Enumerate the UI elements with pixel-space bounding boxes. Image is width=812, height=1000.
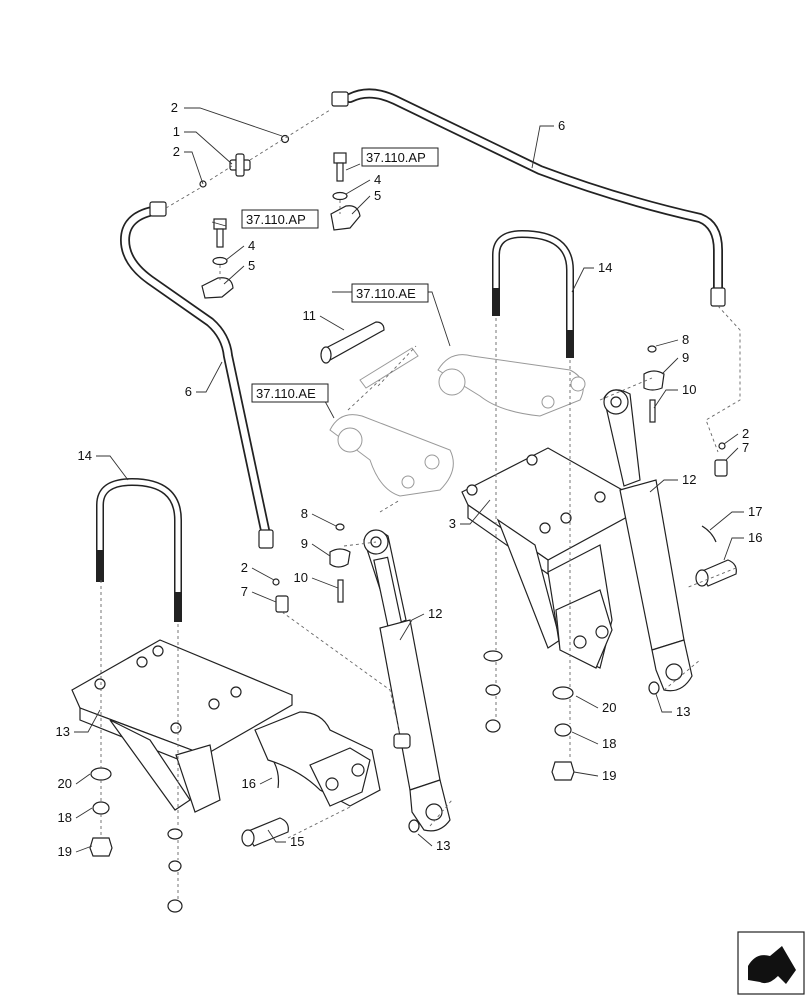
tee-fitting xyxy=(229,153,251,177)
bracket-right xyxy=(461,447,641,669)
callout-18-right: 18 xyxy=(602,736,616,751)
reference-box-ap-upper[interactable]: 37.110.AP xyxy=(361,147,439,167)
grease-cap-left xyxy=(335,523,345,531)
callout-7-lower: 7 xyxy=(241,584,248,599)
fitting-left xyxy=(275,595,289,613)
arrow-forward-icon[interactable] xyxy=(737,931,805,995)
u-bolt-right xyxy=(492,229,574,358)
callout-17-left: 16 xyxy=(242,776,256,791)
reference-box-ae-lower[interactable]: 37.110.AE xyxy=(251,383,329,403)
callout-15: 13 xyxy=(56,724,70,739)
clip-right xyxy=(701,525,717,543)
ghost-link-upper xyxy=(437,354,586,417)
callout-5-upper: 5 xyxy=(374,188,381,203)
assembly-lines xyxy=(100,200,741,900)
clip-left xyxy=(273,761,280,789)
reference-label: 37.110.AP xyxy=(366,150,426,165)
callout-14-left: 14 xyxy=(78,448,92,463)
cylinder-left xyxy=(363,529,451,832)
hose-lower xyxy=(120,201,274,549)
callout-14-right: 14 xyxy=(598,260,612,275)
callout-9-left: 9 xyxy=(301,536,308,551)
callout-2-lower: 2 xyxy=(241,560,248,575)
callout-13-left-label: 13 xyxy=(436,838,450,853)
u-bolt-left xyxy=(96,477,182,622)
bracket-left xyxy=(71,639,381,813)
cylinder-right xyxy=(603,389,693,692)
bushing-left xyxy=(329,548,351,568)
callout-19-right: 19 xyxy=(602,768,616,783)
callout-9-right: 9 xyxy=(682,350,689,365)
callout-2-right: 2 xyxy=(742,426,749,441)
bushing-right xyxy=(643,370,665,391)
reference-box-ae-upper[interactable]: 37.110.AE xyxy=(351,283,429,303)
callout-10-left: 10 xyxy=(294,570,308,585)
grease-cap-right xyxy=(647,345,657,353)
hardware-stack-right xyxy=(483,650,575,781)
bolt-clamp-upper xyxy=(330,152,361,231)
callout-20-right: 20 xyxy=(602,700,616,715)
callout-6-upper: 6 xyxy=(558,118,565,133)
callout-2-top: 2 xyxy=(171,100,178,115)
callout-13-right-label: 13 xyxy=(676,704,690,719)
pin-ghost xyxy=(359,347,419,389)
ghost-link-lower xyxy=(329,414,454,497)
callout-17-right: 17 xyxy=(748,504,762,519)
snap-ring-left xyxy=(408,819,420,833)
bolt-right xyxy=(649,399,656,423)
hardware-stack-left xyxy=(89,767,183,913)
callout-19-left: 19 xyxy=(58,844,72,859)
seal-ring-lower xyxy=(272,578,280,586)
callout-16-left: 15 xyxy=(290,834,304,849)
callout-20-left: 20 xyxy=(58,776,72,791)
bolt-left xyxy=(337,579,344,603)
snap-ring-right xyxy=(648,681,660,695)
callout-16-right: 16 xyxy=(748,530,762,545)
fitting-right xyxy=(714,459,728,477)
callout-5-lower: 5 xyxy=(248,258,255,273)
callout-1: 1 xyxy=(173,124,180,139)
reference-label: 37.110.AE xyxy=(256,386,316,401)
callout-8-right: 8 xyxy=(682,332,689,347)
reference-label: 37.110.AP xyxy=(246,212,306,227)
callout-7-right: 7 xyxy=(742,440,749,455)
callout-18-left: 18 xyxy=(58,810,72,825)
callout-11: 11 xyxy=(303,308,317,323)
pivot-pin xyxy=(320,321,385,364)
callout-4-lower: 4 xyxy=(248,238,255,253)
pin-right xyxy=(695,559,737,587)
hose-upper xyxy=(331,88,726,307)
callout-12-right: 12 xyxy=(682,472,696,487)
callout-6-lower: 6 xyxy=(185,384,192,399)
callout-12-left: 12 xyxy=(428,606,442,621)
callout-3: 3 xyxy=(449,516,456,531)
pin-left xyxy=(241,817,289,847)
callout-2-left: 2 xyxy=(173,144,180,159)
callout-8-left: 8 xyxy=(301,506,308,521)
seal-ring-right xyxy=(718,442,726,450)
callout-4-upper: 4 xyxy=(374,172,381,187)
reference-box-ap-lower[interactable]: 37.110.AP xyxy=(241,209,319,229)
reference-label: 37.110.AE xyxy=(356,286,416,301)
callout-10-right: 10 xyxy=(682,382,696,397)
